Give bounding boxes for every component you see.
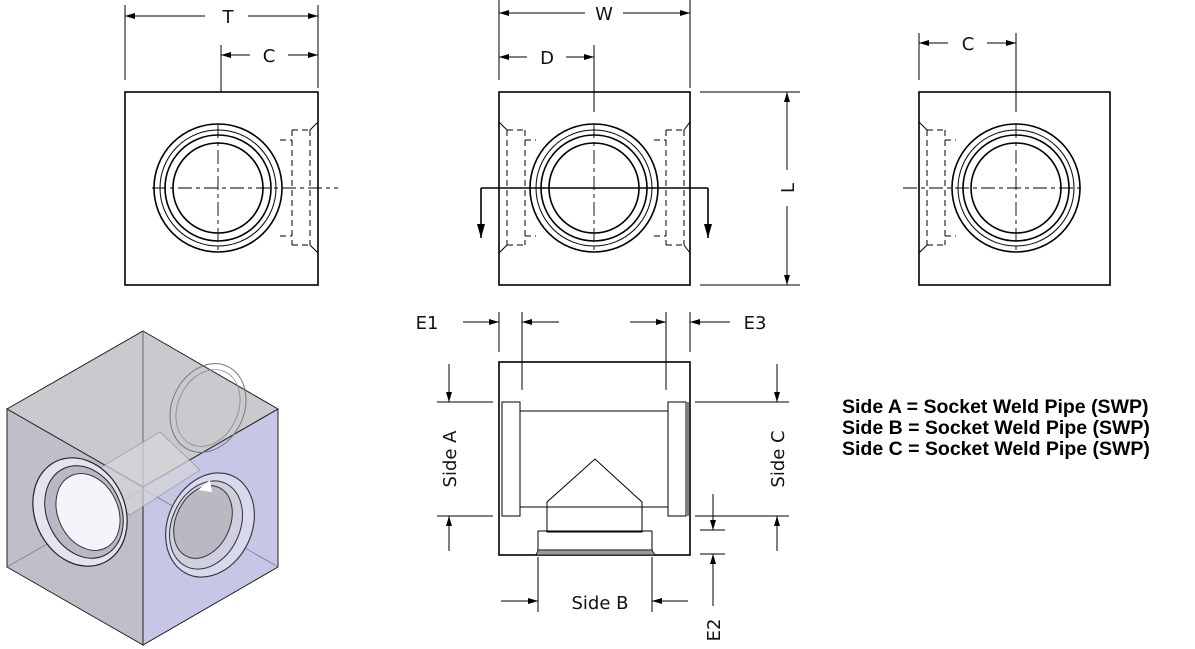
dim-E1: E1 <box>416 313 439 334</box>
isometric-view <box>5 330 279 646</box>
dim-side-c: Side C <box>768 430 789 487</box>
dim-T: T <box>222 7 235 28</box>
dim-L: L <box>778 183 799 193</box>
dim-side-b: Side B <box>572 593 629 614</box>
right-end-view: C <box>903 33 1111 286</box>
legend: Side A = Socket Weld Pipe (SWP) Side B =… <box>842 397 1150 460</box>
legend-side-b: Side B = Socket Weld Pipe (SWP) <box>842 417 1150 439</box>
left-end-view: T C <box>124 5 338 286</box>
dim-E3: E3 <box>744 313 767 334</box>
section-view: E1 E3 Side A Side C E2 Side B <box>416 312 789 641</box>
dim-D: D <box>540 48 554 69</box>
legend-side-c: Side C = Socket Weld Pipe (SWP) <box>842 438 1150 460</box>
dim-W: W <box>595 4 613 25</box>
dim-C-left: C <box>263 46 276 67</box>
dim-E2: E2 <box>704 619 725 642</box>
legend-side-a: Side A = Socket Weld Pipe (SWP) <box>842 396 1149 418</box>
dim-side-a: Side A <box>440 430 461 488</box>
dim-C-right: C <box>962 34 975 55</box>
front-view: W D L <box>477 0 800 286</box>
